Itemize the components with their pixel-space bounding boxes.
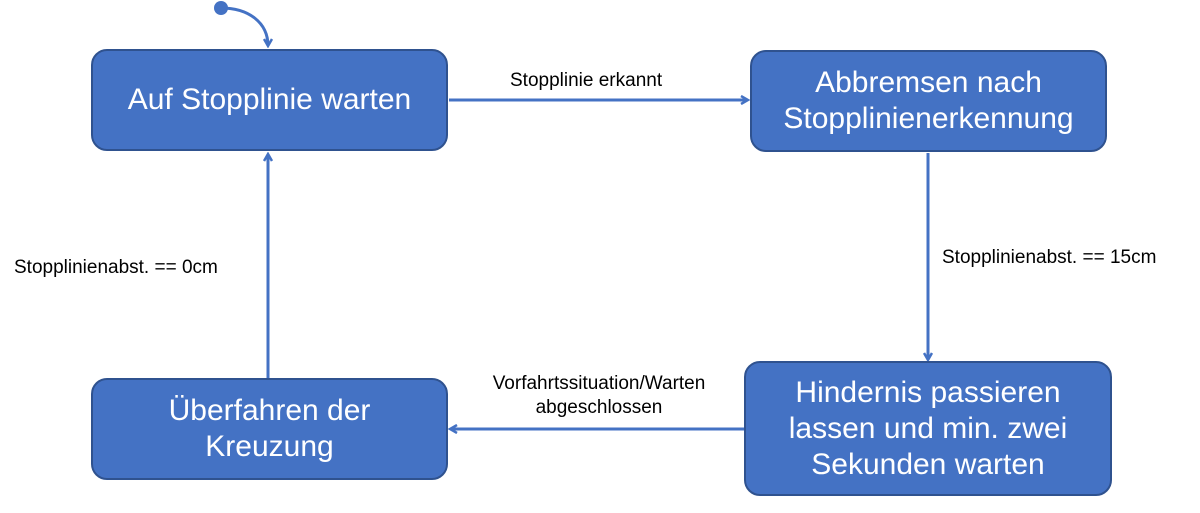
transition-label-line: Stopplinienabst. == 15cm	[942, 247, 1157, 268]
state-label: Hindernis passieren lassen und min. zwei…	[789, 375, 1067, 483]
transition-label-line: Stopplinie erkannt	[510, 70, 663, 91]
transition-label-vorfahrt-abgeschlossen: Vorfahrtssituation/Warten abgeschlossen	[474, 372, 724, 420]
state-label-line: Abbremsen nach	[815, 66, 1042, 99]
transition-label-stopplinie-erkannt: Stopplinie erkannt	[510, 69, 662, 93]
state-hindernis-passieren: Hindernis passieren lassen und min. zwei…	[744, 361, 1112, 496]
state-label-line: lassen und min. zwei	[788, 411, 1068, 445]
transition-label-line: Stopplinienabst. == 0cm	[14, 257, 218, 278]
state-label: Überfahren der Kreuzung	[169, 393, 371, 465]
transition-label-line: Vorfahrtssituation/Warten	[492, 373, 706, 394]
transition-label-abst-0cm: Stopplinienabst. == 0cm	[14, 256, 218, 280]
state-label-line: Sekunden warten	[811, 447, 1045, 481]
state-label-line: Stopplinienerkennung	[783, 102, 1074, 135]
transition-label-line: abgeschlossen	[535, 396, 663, 418]
state-label-line: Überfahren der	[168, 394, 371, 427]
state-auf-stopplinie-warten: Auf Stopplinie warten	[91, 49, 448, 151]
initial-transition-arrow	[220, 6, 268, 46]
transition-label-abst-15cm: Stopplinienabst. == 15cm	[942, 246, 1156, 270]
state-label: Abbremsen nach Stopplinienerkennung	[783, 65, 1073, 137]
state-label-line: Kreuzung	[205, 430, 334, 463]
state-label-line: Hindernis passieren	[795, 375, 1061, 409]
state-ueberfahren: Überfahren der Kreuzung	[91, 378, 448, 480]
state-abbremsen: Abbremsen nach Stopplinienerkennung	[750, 50, 1107, 152]
state-label-line: Auf Stopplinie warten	[127, 83, 412, 116]
state-label: Auf Stopplinie warten	[128, 82, 412, 118]
